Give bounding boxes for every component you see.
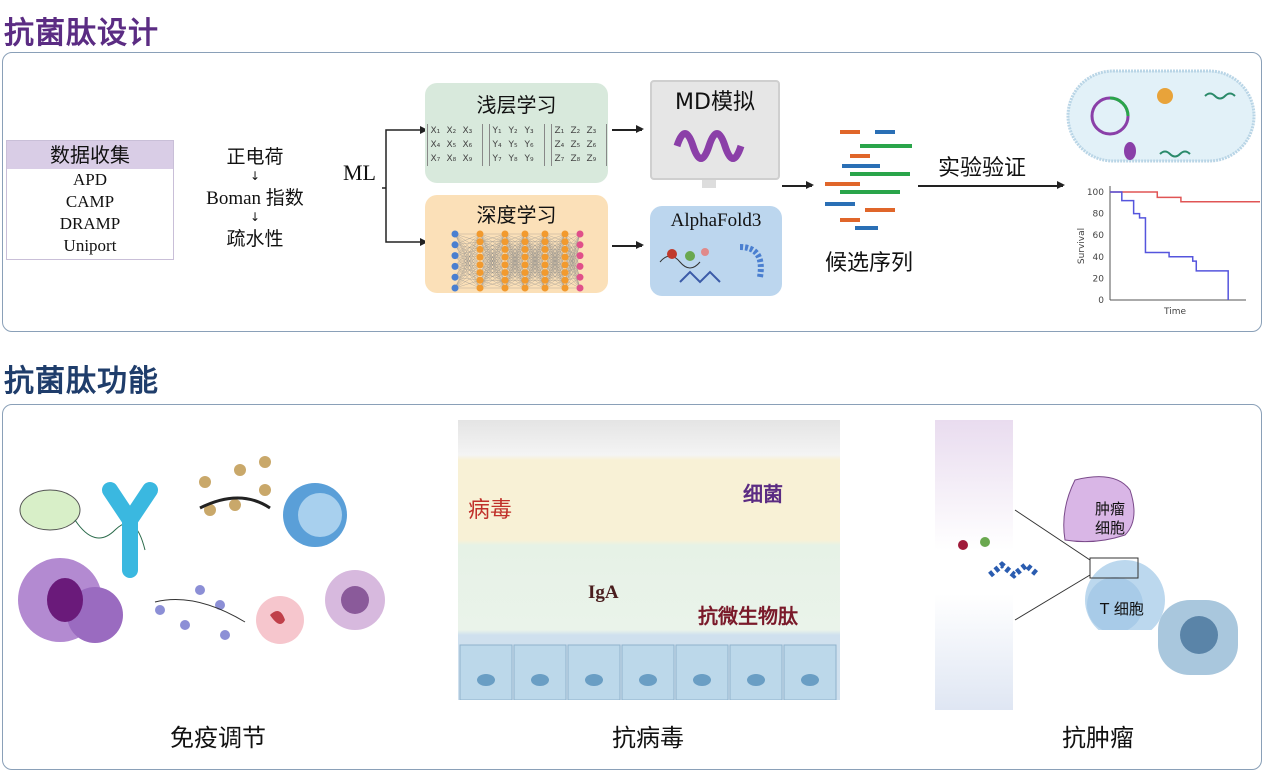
protein-helix-icon [673,130,745,162]
antitumor-label: 抗肿瘤 [1062,724,1134,752]
neural-network-icon [451,230,584,292]
matrix-cell: Z₇ [554,154,565,164]
arrow-icon [612,242,644,248]
md-simulation-monitor: MD模拟 [650,80,780,180]
matrix-cell: X₈ [446,154,457,164]
y-tick-label: 40 [1093,253,1105,263]
matrix-2: Z₁ Z₂ Z₃ Z₄ Z₅ Z₆ Z₇ Z₈ Z₉ [550,124,607,166]
alphafold-label: AlphaFold3 [670,210,762,231]
ml-branch-arrows [382,126,428,246]
md-label: MD模拟 [675,90,755,115]
matrix-cell: Y₅ [508,140,518,150]
matrix-cell: Y₃ [524,126,534,136]
survival-line-blue [1110,191,1229,300]
section-title-function: 抗菌肽功能 [4,364,159,399]
arrow-icon [612,126,644,132]
ml-label: ML [343,160,376,185]
matrix-1: Y₁ Y₂ Y₃ Y₄ Y₅ Y₆ Y₇ Y₈ Y₉ [488,124,545,166]
y-tick-label: 20 [1093,274,1105,284]
amp-label: 抗微生物肽 [698,604,798,628]
shallow-learning-title: 浅层学习 [476,93,557,117]
design-panel [2,52,1262,332]
y-axis-label: Survival [1077,228,1087,264]
immune-regulation-illustration [18,456,385,644]
bacteria-label: 细菌 [743,482,783,506]
immune-label: 免疫调节 [170,724,266,752]
matrix-cell: Z₈ [570,154,581,164]
validation-label: 实验验证 [938,156,1027,181]
matrix-cell: Y₈ [508,154,518,164]
matrix-cell: X₁ [430,126,441,136]
db-uniport: Uniport [63,236,117,255]
petri-dish-icon [1066,69,1256,163]
down-arrow-icon: ↓ [249,210,261,224]
antiviral-label: 抗病毒 [612,724,684,752]
tumor-cell-label: 肿瘤细胞 [1094,500,1125,537]
mucosa-illustration: 病毒 细菌 IgA 抗微生物肽 [458,420,840,700]
section-title-design: 抗菌肽设计 [4,16,159,51]
antitumor-illustration [958,476,1165,630]
matrix-cell: X₉ [462,154,473,164]
deep-learning-box: 深度学习 [425,195,608,293]
matrix-cell: X₃ [462,126,473,136]
matrix-cell: X₅ [446,140,457,150]
db-camp: CAMP [65,192,115,211]
epithelial-cells [459,644,837,700]
tcell-label: T 细胞 [1100,600,1144,618]
y-tick-label: 60 [1093,231,1105,241]
down-arrow-icon: ↓ [249,169,261,183]
virus-label: 病毒 [468,498,513,523]
y-tick-label: 0 [1098,296,1104,306]
feature-charge: 正电荷 [226,146,284,168]
y-tick-label: 100 [1087,188,1104,198]
matrix-cell: Z₃ [586,126,597,136]
matrix-cell: Z₅ [570,140,581,150]
matrix-cell: Y₆ [524,140,534,150]
matrix-cell: Z₁ [554,126,565,136]
matrix-cell: Y₄ [492,140,502,150]
db-dramp: DRAMP [59,214,121,233]
iga-label: IgA [588,582,619,603]
peptide-structure-icon [659,244,764,284]
matrix-cell: X₆ [462,140,473,150]
data-collection-header: 数据收集 [7,141,173,169]
matrix-cell: X₇ [430,154,441,164]
matrix-cell: X₂ [446,126,457,136]
alphafold-box: AlphaFold3 [650,206,782,296]
matrix-cell: Y₇ [492,154,502,164]
matrix-cell: Y₉ [524,154,534,164]
matrix-cell: Y₂ [508,126,518,136]
matrix-cell: Y₁ [492,126,502,136]
db-apd: APD [72,170,107,189]
matrix-cell: Z₆ [586,140,597,150]
y-tick-label: 80 [1093,210,1105,220]
feature-hydrophobicity: 疏水性 [226,228,284,250]
x-axis-label: Time [1163,307,1186,317]
monitor-stand [702,180,716,188]
candidate-sequences-icon [825,130,912,230]
arrow-icon [918,182,1065,188]
matrix-0: X₁ X₂ X₃ X₄ X₅ X₆ X₇ X₈ X₉ [426,124,483,166]
matrix-cell: Z₉ [586,154,597,164]
candidates-label: 候选序列 [825,251,914,276]
deep-learning-title: 深度学习 [476,203,557,227]
data-collection-box: 数据收集 APD CAMP DRAMP Uniport [6,140,174,260]
feature-boman: Boman 指数 [206,188,304,209]
matrix-cell: Z₂ [570,126,581,136]
arrow-icon [782,182,814,188]
survival-line-red [1110,191,1260,203]
cell-icon [1158,600,1238,675]
matrix-cell: Z₄ [554,140,565,150]
matrix-cell: X₄ [430,140,441,150]
